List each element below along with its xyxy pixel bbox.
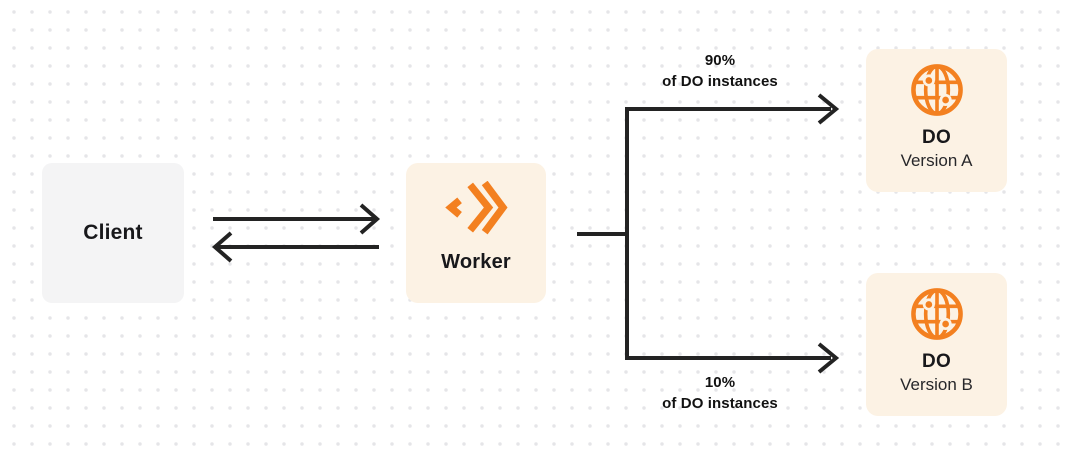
edge-top-branch-arrowhead xyxy=(817,93,840,125)
worker-label: Worker xyxy=(441,251,511,273)
edge-branch-trunk xyxy=(625,107,831,360)
bottom-branch-label: 10% of DO instances xyxy=(620,372,820,414)
bottom-branch-caption: of DO instances xyxy=(662,395,778,412)
edge-client-to-worker-arrowhead xyxy=(359,203,381,235)
do-a-title: DO xyxy=(921,127,952,148)
edge-bottom-branch-arrowhead xyxy=(817,342,840,374)
workers-chevrons-icon xyxy=(444,180,508,237)
do-a-subtitle: Version A xyxy=(900,151,973,170)
durable-object-globe-icon xyxy=(908,61,966,119)
bottom-branch-percent: 10% xyxy=(704,374,736,391)
top-branch-label: 90% of DO instances xyxy=(620,50,820,92)
edge-worker-to-client-arrowhead xyxy=(211,231,233,263)
node-do-version-b: DO Version B xyxy=(866,273,1007,416)
do-b-title: DO xyxy=(921,351,952,372)
top-branch-caption: of DO instances xyxy=(662,73,778,90)
durable-object-globe-icon xyxy=(908,285,966,343)
client-label: Client xyxy=(83,221,143,244)
node-worker: Worker xyxy=(406,163,546,303)
node-client: Client xyxy=(42,163,184,303)
node-do-version-a: DO Version A xyxy=(866,49,1007,192)
top-branch-percent: 90% xyxy=(704,52,736,69)
do-b-subtitle: Version B xyxy=(900,375,973,394)
